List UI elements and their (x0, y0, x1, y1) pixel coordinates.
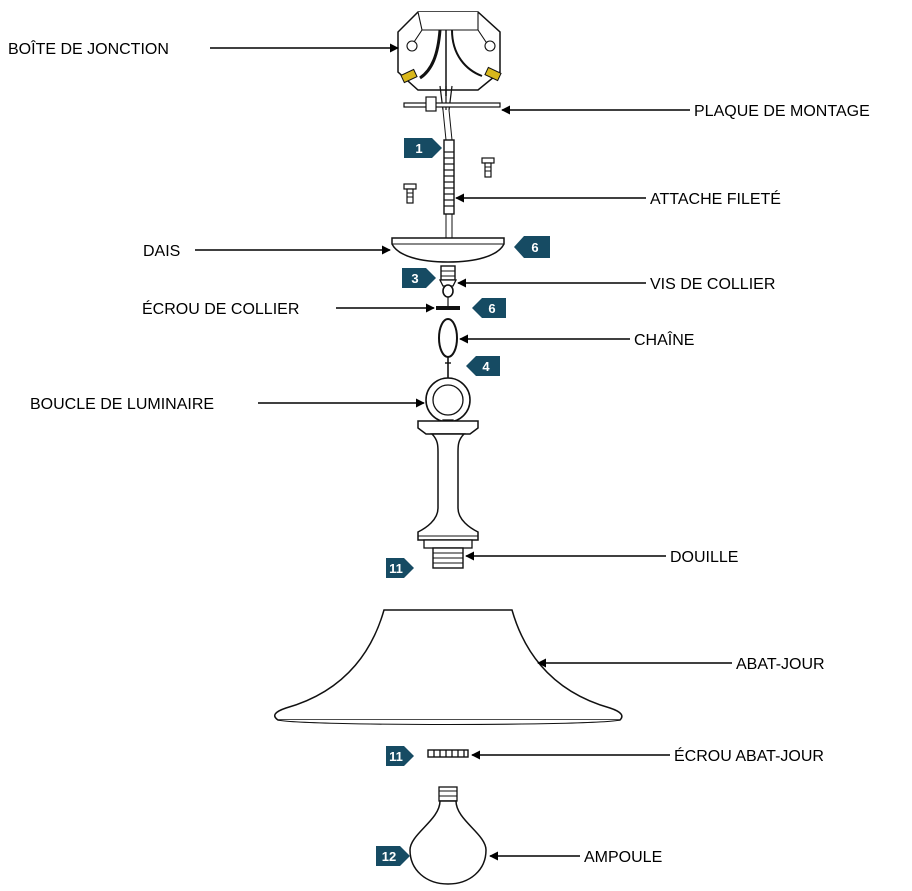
collar-nut-part (436, 297, 460, 310)
step-badge-canopy: 6 (514, 236, 550, 258)
junction-box-part (397, 11, 502, 96)
label-shade: ABAT-JOUR (736, 656, 825, 673)
label-junction-box: BOÎTE DE JONCTION (8, 39, 169, 58)
svg-text:3: 3 (411, 271, 418, 286)
svg-text:4: 4 (482, 359, 490, 374)
label-chain: CHAÎNE (634, 330, 694, 349)
step-badge-nipple: 1 (404, 138, 442, 158)
bulb-part (409, 786, 487, 885)
collar-screw-part (438, 265, 458, 298)
label-socket: DOUILLE (670, 549, 738, 566)
label-bulb: AMPOULE (584, 849, 662, 866)
step-badge-bulb: 12 (376, 846, 410, 866)
mounting-screw-left (403, 183, 417, 204)
svg-text:12: 12 (382, 849, 396, 864)
step-badge-collar-nut: 6 (472, 298, 506, 318)
shade-part (273, 609, 623, 726)
mounting-plate-part (403, 96, 501, 112)
label-collar-nut: ÉCROU DE COLLIER (142, 299, 299, 318)
svg-text:11: 11 (389, 749, 403, 764)
leader-lines (195, 43, 732, 861)
step-badge-socket: 11 (386, 558, 414, 578)
step-badge-chain: 4 (466, 356, 500, 376)
canopy-part (391, 237, 505, 263)
step-badge-collar-screw: 3 (402, 268, 436, 288)
label-canopy: DAIS (143, 243, 180, 260)
stem-part (417, 420, 479, 549)
svg-text:6: 6 (488, 301, 495, 316)
label-threaded-nipple: ATTACHE FILETÉ (650, 189, 781, 208)
svg-text:11: 11 (389, 561, 403, 576)
label-mounting-plate: PLAQUE DE MONTAGE (694, 103, 870, 120)
threaded-nipple-part (442, 109, 455, 238)
label-shade-nut: ÉCROU ABAT-JOUR (674, 746, 824, 765)
socket-part (432, 547, 464, 569)
mounting-screw-right (481, 157, 495, 178)
shade-nut-part (427, 749, 469, 758)
label-fixture-loop: BOUCLE DE LUMINAIRE (30, 396, 214, 413)
chain-part (438, 318, 458, 378)
svg-text:1: 1 (415, 141, 422, 156)
label-collar-screw: VIS DE COLLIER (650, 276, 775, 293)
svg-text:6: 6 (531, 240, 538, 255)
step-badge-shade-nut: 11 (386, 746, 414, 766)
